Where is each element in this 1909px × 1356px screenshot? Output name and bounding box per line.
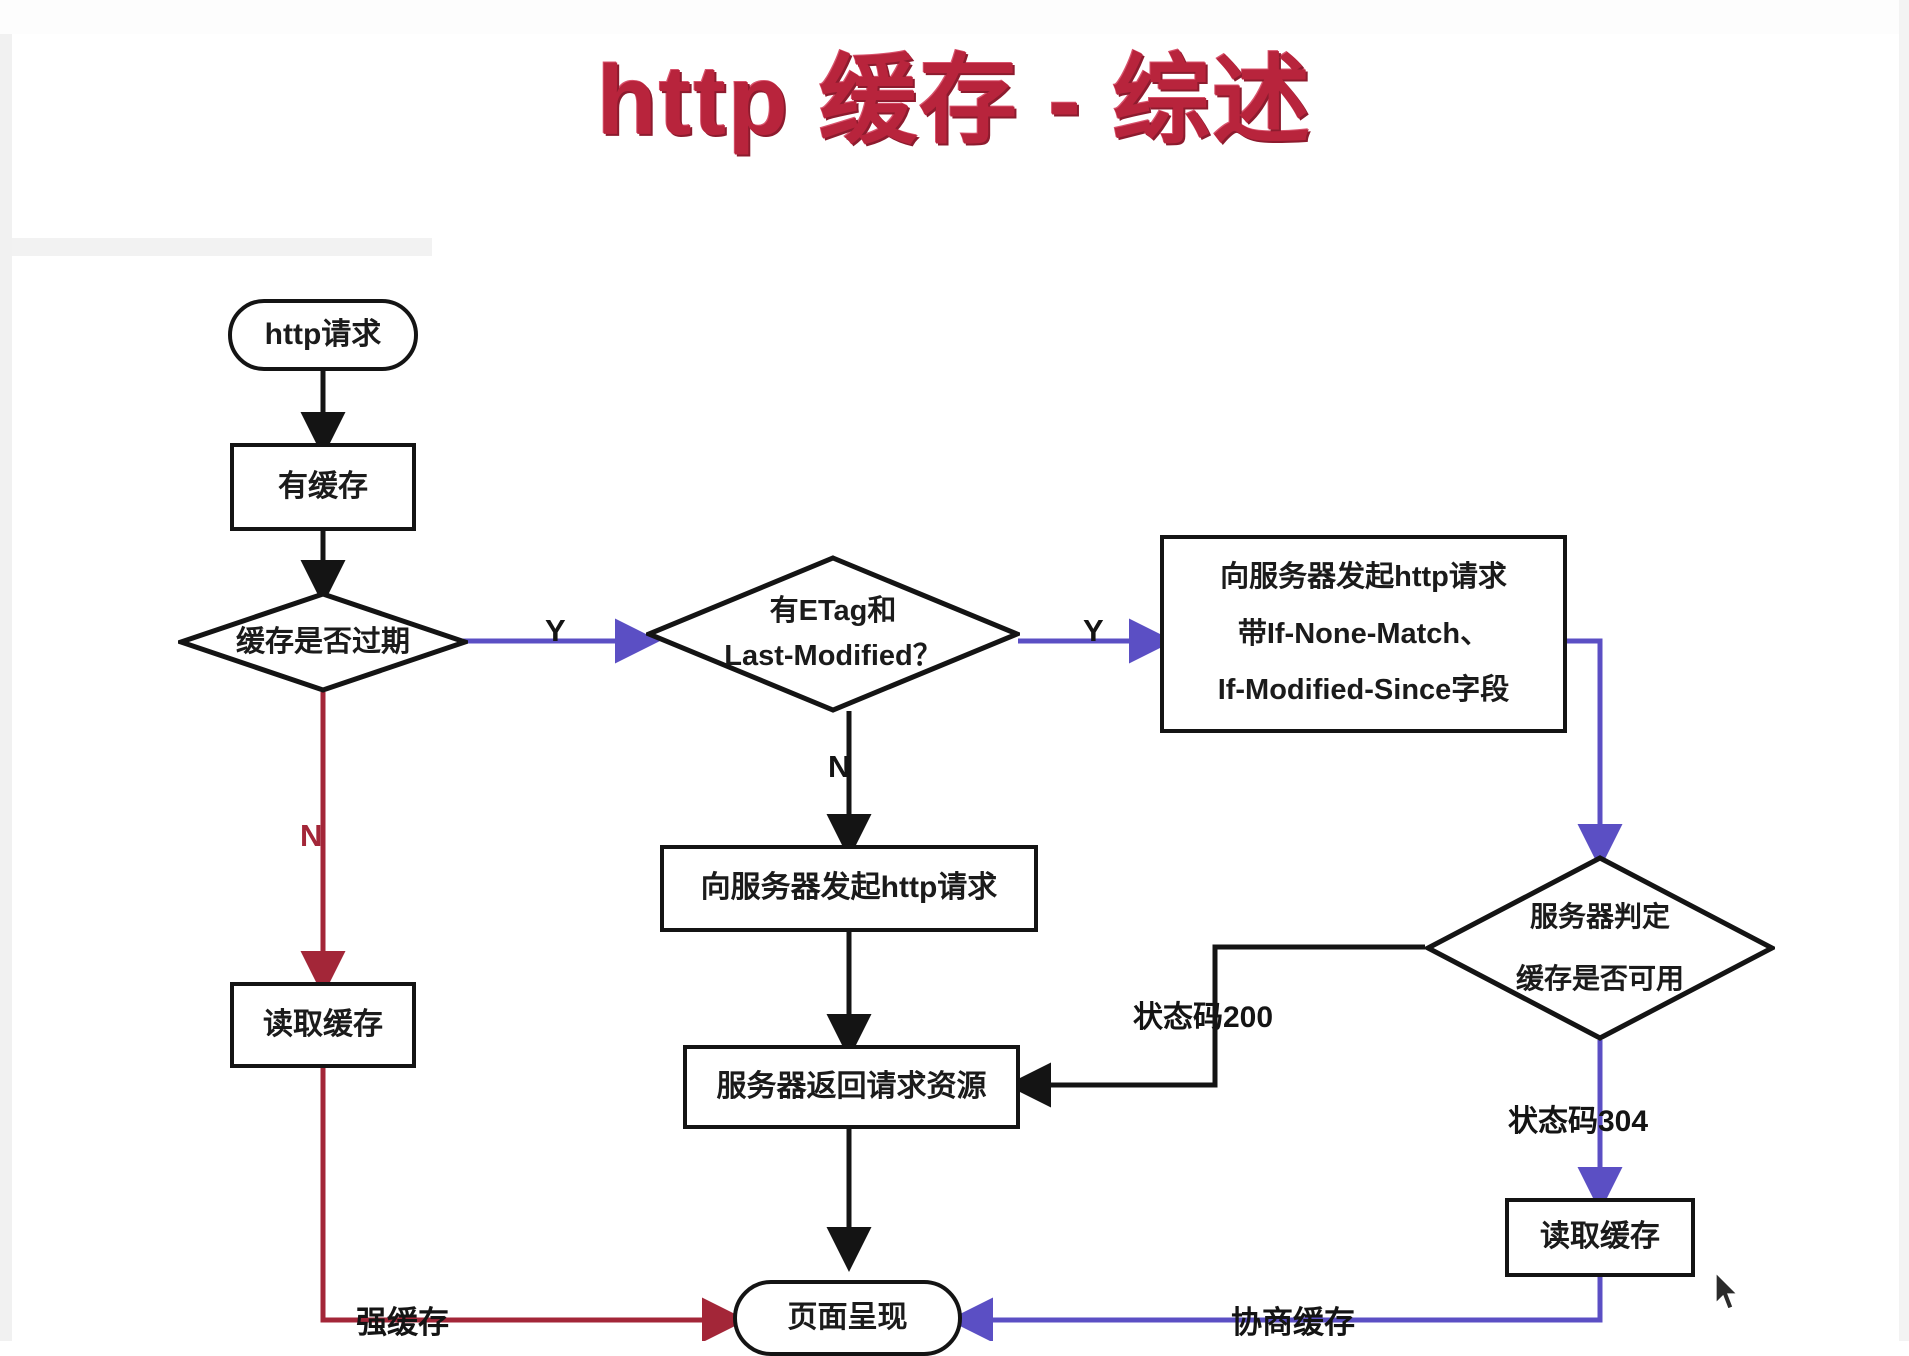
artifact-strip	[12, 238, 432, 256]
edge-label-status-200: 状态码200	[1133, 1001, 1274, 1034]
edge-label-negotiate-cache: 协商缓存	[1231, 1305, 1355, 1340]
left-video-band	[0, 34, 12, 1341]
node-read-cache-right[interactable]: 读取缓存	[1505, 1198, 1695, 1277]
node-server-judge[interactable]: 服务器判定缓存是否可用	[1425, 855, 1775, 1041]
diamond-shape	[1425, 855, 1775, 1041]
node-conditional-request-line2: 带If-None-Match、	[1237, 617, 1490, 650]
edge-label-strong-cache: 强缓存	[356, 1305, 449, 1340]
node-has-cache[interactable]: 有缓存	[230, 443, 416, 531]
node-plain-http-request-label: 向服务器发起http请求	[700, 871, 998, 905]
top-video-band	[0, 0, 1909, 34]
node-plain-http-request[interactable]: 向服务器发起http请求	[660, 845, 1038, 932]
node-server-judge-line1: 服务器判定	[1529, 901, 1670, 933]
edge-label-yes-expired: Y	[545, 613, 566, 648]
node-conditional-request-line1: 向服务器发起http请求	[1220, 560, 1507, 593]
diamond-shape	[178, 591, 468, 693]
node-cache-expired[interactable]: 缓存是否过期	[178, 591, 468, 693]
node-conditional-request[interactable]: 向服务器发起http请求 带If-None-Match、 If-Modified…	[1160, 535, 1567, 733]
edge-label-status-304: 状态码304	[1508, 1105, 1649, 1138]
edge-label-no-etag: N	[828, 749, 851, 784]
node-read-cache-left[interactable]: 读取缓存	[230, 982, 416, 1068]
node-server-return-label: 服务器返回请求资源	[716, 1069, 987, 1103]
node-has-etag-line1: 有ETag和	[769, 595, 897, 628]
node-has-etag-line2: Last-Modified？	[724, 640, 942, 672]
diamond-shape	[646, 555, 1020, 713]
node-has-cache-label: 有缓存	[278, 469, 368, 503]
node-server-judge-label: 服务器判定缓存是否可用	[1516, 886, 1684, 1009]
node-page-render-label: 页面呈现	[787, 1300, 908, 1334]
node-cache-expired-label: 缓存是否过期	[235, 625, 410, 658]
node-has-etag[interactable]: 有ETag和 Last-Modified？	[646, 555, 1020, 713]
node-server-judge-line2: 缓存是否可用	[1515, 963, 1684, 994]
edge-label-yes-etag: Y	[1083, 613, 1104, 648]
node-conditional-request-line3: If-Modified-Since字段	[1217, 674, 1510, 707]
node-http-request[interactable]: http请求	[228, 299, 418, 371]
node-read-cache-left-label: 读取缓存	[263, 1007, 383, 1041]
edge-label-no-expired: N	[300, 818, 323, 853]
node-page-render[interactable]: 页面呈现	[733, 1280, 962, 1356]
right-video-band	[1899, 0, 1909, 1341]
page-title: http 缓存 - 综述	[596, 45, 1313, 155]
node-read-cache-right-label: 读取缓存	[1540, 1220, 1660, 1254]
node-http-request-label: http请求	[264, 317, 382, 351]
node-server-return[interactable]: 服务器返回请求资源	[683, 1045, 1020, 1129]
node-has-etag-label: 有ETag和 Last-Modified？	[724, 589, 942, 679]
mouse-cursor	[1715, 1272, 1739, 1310]
